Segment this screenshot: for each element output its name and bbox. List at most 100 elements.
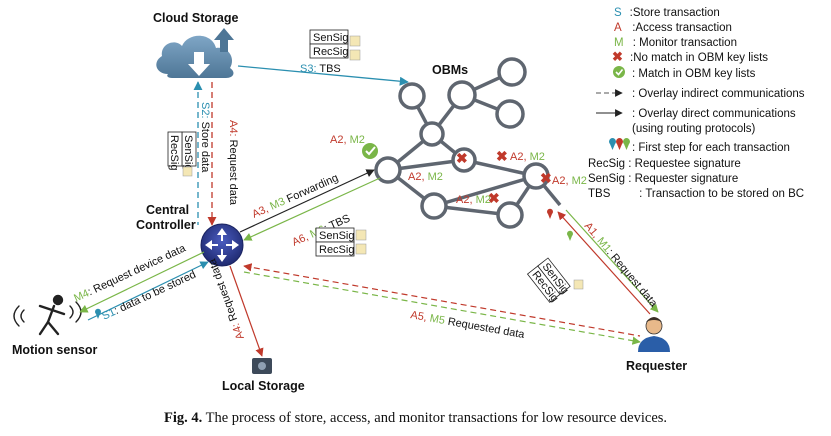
a4-bottom-label: A4:	[230, 321, 247, 341]
a5-text: Requested data	[444, 315, 526, 341]
svg-text:M4: Request device data: M4: Request device data	[72, 242, 188, 305]
cloud-storage-label: Cloud Storage	[153, 11, 238, 25]
caption-text: The process of store, access, and monito…	[202, 410, 668, 426]
legend-key-tbs: TBS	[588, 188, 611, 200]
figure-caption: Fig. 4. The process of store, access, an…	[0, 410, 831, 427]
legend-text-direct: : Overlay direct communications	[632, 108, 796, 120]
a2-label: A2,	[456, 194, 473, 206]
central-controller-label-1: Central	[146, 203, 189, 217]
m2-label: M2	[569, 175, 587, 187]
legend: S :Store transaction A :Access transactio…	[588, 7, 805, 200]
legend-text-indirect: : Overlay indirect communications	[632, 88, 805, 100]
a4-bottom-arrow	[229, 265, 264, 357]
local-storage-label: Local Storage	[222, 379, 305, 393]
m2-label: M2	[527, 151, 545, 163]
svg-text:A2, M2: A2, M2	[456, 194, 491, 206]
sensig-text: SenSig	[319, 230, 354, 242]
svg-text:A1, M1: Request data: A1, M1: Request data	[582, 220, 660, 310]
svg-text:S3: TBS: S3: TBS	[300, 63, 341, 75]
legend-key-sensig: SenSig	[588, 173, 625, 185]
obm-node	[497, 57, 527, 87]
cloud-storage-icon	[156, 28, 234, 78]
s2-text: Store data	[199, 119, 211, 174]
sig-box-a6: SenSig RecSig	[315, 227, 367, 257]
sensig-text: SenSig	[182, 135, 194, 170]
s3-arrow	[237, 65, 409, 86]
recsig-text: RecSig	[319, 244, 354, 256]
obms-label: OBMs	[432, 63, 468, 77]
certificate-icon	[349, 35, 361, 47]
svg-text:A2, M2: A2, M2	[330, 134, 365, 146]
sig-box-s3: SenSig RecSig	[309, 29, 361, 61]
legend-text-sensig: : Requester signature	[625, 173, 738, 185]
recsig-text: RecSig	[313, 46, 348, 58]
certificate-icon	[355, 229, 367, 241]
a2-label: A2,	[510, 151, 527, 163]
obm-node	[398, 82, 426, 110]
a5-label: A5,	[409, 309, 427, 324]
check-icon	[362, 143, 378, 159]
cross-icon: ✖	[612, 49, 623, 64]
a2-label: A2,	[330, 134, 347, 146]
a1-arrow-red	[557, 211, 651, 315]
cross-icon: ✖	[496, 148, 508, 164]
obm-node	[451, 147, 477, 173]
sensig-text: SenSig	[313, 32, 348, 44]
motion-sensor-label: Motion sensor	[12, 343, 98, 357]
sig-box-s2: SenSig RecSig	[167, 131, 197, 177]
cross-icon: ✖	[488, 190, 500, 206]
certificate-icon	[182, 166, 193, 177]
s1-label: S1	[100, 306, 117, 323]
legend-text-recsig: : Requestee signature	[625, 158, 741, 170]
legend-text-monitor: : Monitor transaction	[630, 37, 737, 49]
certificate-icon	[349, 49, 361, 61]
obm-node	[420, 192, 448, 220]
pin-icon	[567, 230, 574, 241]
legend-text-match: : Match in OBM key lists	[632, 68, 756, 80]
m2-label: M2	[347, 134, 365, 146]
m5-label: M5	[426, 312, 446, 327]
obm-node	[374, 156, 402, 184]
svg-text:S2: Store data: S2: Store data	[199, 102, 211, 173]
obm-node	[496, 201, 524, 229]
a5-arrow-green	[243, 271, 641, 345]
recsig-text: RecSig	[168, 135, 180, 170]
m4-label: M4	[72, 287, 91, 304]
pin-icons	[609, 138, 630, 150]
a4-bottom-text: Request data	[206, 256, 241, 325]
legend-key-access: A	[614, 22, 622, 34]
svg-text:A4: Request data: A4: Request data	[206, 256, 247, 341]
certificate-icon	[573, 279, 584, 290]
motion-sensor-icon	[13, 294, 82, 336]
legend-key-store: S	[614, 7, 622, 19]
s3-text: TBS	[317, 63, 341, 75]
obm-node	[495, 99, 525, 129]
legend-key-monitor: M	[614, 37, 624, 49]
a2-label: A2,	[552, 175, 569, 187]
svg-text:M : Monitor transaction: M : Monitor transaction	[614, 37, 737, 49]
router-icon	[200, 223, 244, 267]
svg-text:A5, M5 Requested data: A5, M5 Requested data	[409, 309, 526, 341]
m4-arrow	[79, 251, 205, 313]
a4-top-label: A4:	[227, 120, 239, 137]
user-icon	[638, 317, 670, 352]
a2-label: A2,	[408, 171, 425, 183]
m2-label: M2	[425, 171, 443, 183]
m2-label: M2	[473, 194, 491, 206]
s3-label: S3:	[300, 63, 317, 75]
obm-node	[522, 162, 550, 190]
caption-fig-number: Fig. 4.	[163, 410, 203, 426]
obm-node	[419, 121, 445, 147]
svg-text:RecSig : Requestee signature: RecSig : Requestee signature	[588, 158, 741, 170]
legend-text-direct-sub: (using routing protocols)	[632, 123, 756, 135]
s2-label: S2:	[199, 102, 211, 119]
svg-text:A2, M2: A2, M2	[408, 171, 443, 183]
legend-text-store: :Store transaction	[630, 7, 720, 19]
svg-text:A2, M2: A2, M2	[552, 175, 587, 187]
svg-text:A4: Request data: A4: Request data	[227, 120, 239, 206]
legend-text-firststep: : First step for each transaction	[632, 142, 790, 154]
svg-text:A :Access transaction: A :Access transaction	[614, 22, 732, 34]
svg-text:A3, M3 Forwarding: A3, M3 Forwarding	[250, 172, 340, 221]
svg-text:A2, M2: A2, M2	[510, 151, 545, 163]
